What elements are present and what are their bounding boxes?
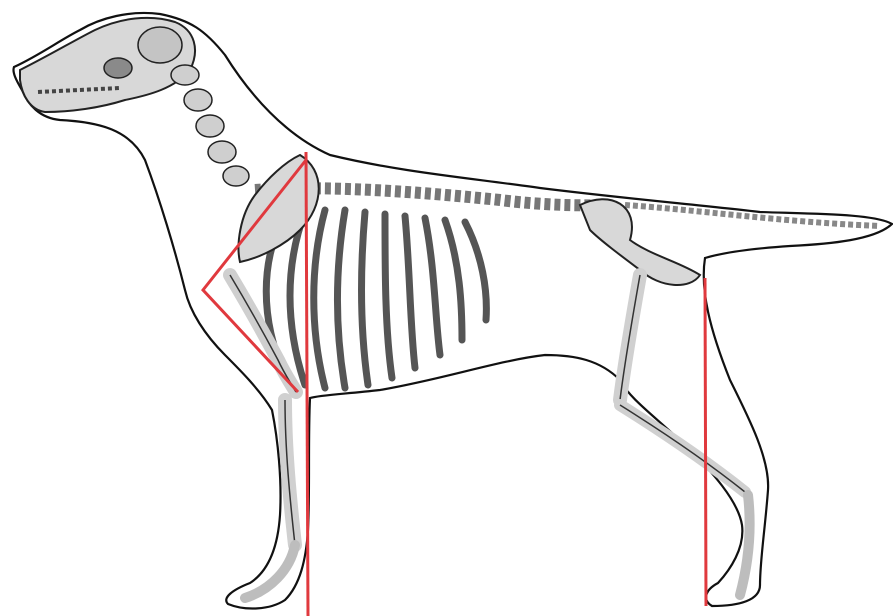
cranium <box>138 27 182 63</box>
dog-body-outline <box>13 13 892 609</box>
front-vertical-line <box>306 152 308 616</box>
eye-orbit <box>104 58 132 78</box>
hind-vertical-line <box>705 278 706 606</box>
